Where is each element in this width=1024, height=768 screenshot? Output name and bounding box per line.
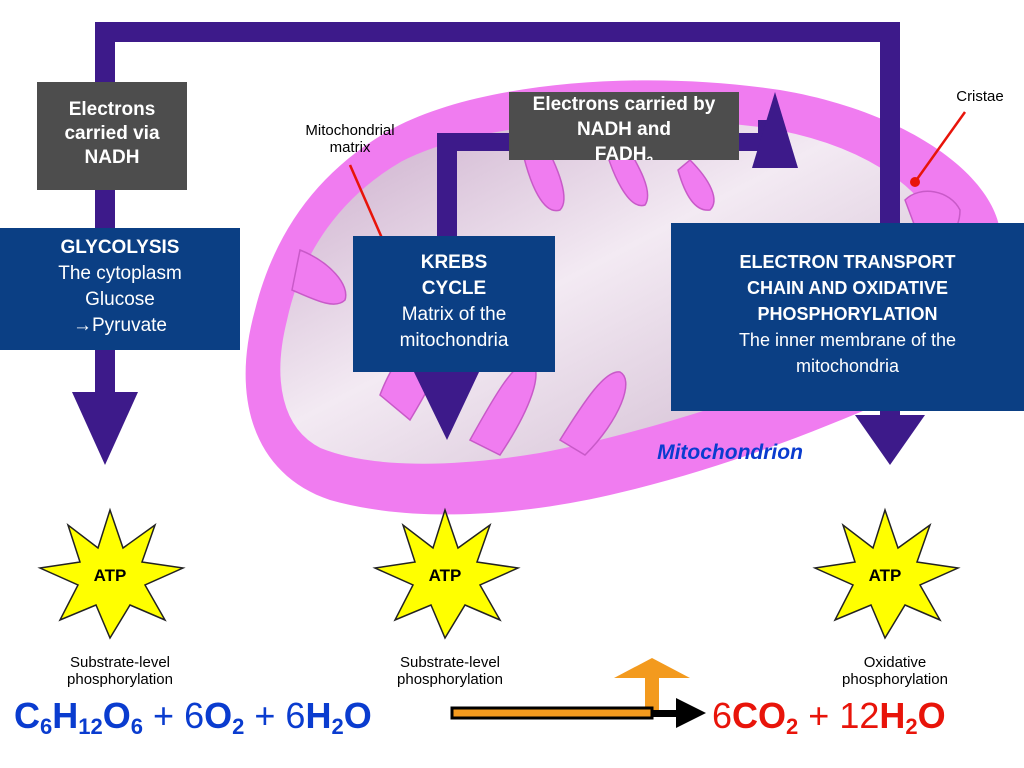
eq-o2-sub: 2 bbox=[232, 714, 245, 739]
reaction-arrow bbox=[450, 698, 706, 728]
etc-location-1: The inner membrane of the bbox=[738, 330, 957, 350]
fadh-text: FADH bbox=[594, 144, 647, 160]
heat-arrow bbox=[614, 658, 690, 714]
atp-star-3 bbox=[812, 507, 961, 640]
products: 6CO2 + 12H2O bbox=[712, 695, 946, 740]
substrate2-line2: phosphorylation bbox=[397, 671, 503, 688]
etc-title-1: ELECTRON TRANSPORT bbox=[739, 252, 956, 272]
fadh-subscript: 2 bbox=[647, 154, 654, 160]
glycolysis-title: GLYCOLYSIS bbox=[60, 237, 180, 258]
eq-h2o-h: H bbox=[305, 695, 332, 736]
eq-c-sub: 6 bbox=[40, 714, 53, 739]
oxidative-phosphorylation-label: Oxidative phosphorylation bbox=[805, 654, 985, 688]
krebs-cycle-box: KREBS CYCLE Matrix of the mitochondria bbox=[353, 236, 555, 372]
cristae-pointer-dot bbox=[910, 177, 920, 187]
eq-h2o-out-sub: 2 bbox=[905, 714, 918, 739]
substrate1-line1: Substrate-level bbox=[69, 654, 171, 671]
cristae-label: Cristae bbox=[956, 88, 1004, 105]
eq-h2o-sub: 2 bbox=[331, 714, 344, 739]
eq-h2o-out-h: H bbox=[879, 695, 906, 736]
krebs-location-1: Matrix of the bbox=[401, 304, 507, 325]
eq-o-sub: 6 bbox=[130, 714, 143, 739]
pyruvate-text: Pyruvate bbox=[92, 315, 167, 336]
cristae-pointer-line bbox=[913, 111, 967, 183]
krebs-title-2: CYCLE bbox=[421, 278, 487, 299]
eq-plus-3: + bbox=[808, 695, 830, 736]
atp-label-1: ATP bbox=[93, 566, 127, 585]
nadh-electron-box: Electrons carried via NADH bbox=[37, 82, 187, 190]
eq-coef-h2o-out: 12 bbox=[839, 695, 880, 736]
electron-transport-chain-box: ELECTRON TRANSPORT CHAIN AND OXIDATIVE P… bbox=[671, 223, 1024, 411]
substrate2-line1: Substrate-level bbox=[399, 654, 501, 671]
right-arrow-icon: → bbox=[73, 315, 92, 336]
mitochondrial-matrix-label: Mitochondrial matrix bbox=[285, 122, 415, 156]
etc-title-3: PHOSPHORYLATION bbox=[757, 304, 938, 324]
matrix-pointer-line bbox=[348, 164, 387, 246]
eq-coef-co2: 6 bbox=[712, 695, 733, 736]
etc-title-2: CHAIN AND OXIDATIVE bbox=[746, 278, 948, 298]
eq-co2-sub: 2 bbox=[786, 714, 799, 739]
eq-plus-2: + bbox=[254, 695, 276, 736]
krebs-title-1: KREBS bbox=[420, 252, 488, 273]
eq-o: O bbox=[102, 695, 131, 736]
reactants: C6H12O6 + 6O2 + 6H2O bbox=[14, 695, 372, 740]
nadh-fadh-line1: Electrons carried by NADH and bbox=[532, 94, 716, 140]
matrix-label-line1: Mitochondrial bbox=[305, 122, 395, 139]
eq-coef-h2o: 6 bbox=[285, 695, 306, 736]
eq-h: H bbox=[52, 695, 79, 736]
oxidative-line2: phosphorylation bbox=[842, 671, 948, 688]
substrate1-line2: phosphorylation bbox=[67, 671, 173, 688]
etc-location-2: mitochondria bbox=[795, 356, 900, 376]
atp-star-1 bbox=[37, 507, 186, 640]
eq-coef-o2: 6 bbox=[184, 695, 205, 736]
nadh-fadh-line2: FADH2 bbox=[515, 142, 733, 160]
matrix-label-line2: matrix bbox=[329, 139, 371, 156]
glycolysis-product: →Pyruvate bbox=[0, 313, 240, 339]
krebs-location-2: mitochondria bbox=[399, 330, 509, 351]
substrate-level-label-2: Substrate-level phosphorylation bbox=[360, 654, 540, 688]
eq-o2: O bbox=[204, 695, 233, 736]
oxidative-line1: Oxidative bbox=[863, 654, 927, 671]
glycolysis-box: GLYCOLYSIS The cytoplasm Glucose →Pyruva… bbox=[0, 228, 240, 350]
glycolysis-substrate: Glucose bbox=[85, 289, 155, 310]
eq-h2o-out-o: O bbox=[917, 695, 946, 736]
nadh-electron-text: Electrons carried via NADH bbox=[64, 99, 160, 168]
mitochondrion-label: Mitochondrion bbox=[657, 441, 803, 464]
eq-plus-1: + bbox=[153, 695, 175, 736]
eq-co2: CO bbox=[732, 695, 787, 736]
atp-star-2 bbox=[372, 507, 521, 640]
substrate-level-label-1: Substrate-level phosphorylation bbox=[30, 654, 210, 688]
atp-label-2: ATP bbox=[428, 566, 462, 585]
eq-c: C bbox=[14, 695, 40, 736]
eq-h-sub: 12 bbox=[78, 714, 103, 739]
glycolysis-location: The cytoplasm bbox=[58, 263, 182, 284]
eq-h2o-o: O bbox=[343, 695, 372, 736]
atp-label-3: ATP bbox=[868, 566, 902, 585]
nadh-fadh-electron-box: Electrons carried by NADH and FADH2 bbox=[509, 92, 739, 160]
